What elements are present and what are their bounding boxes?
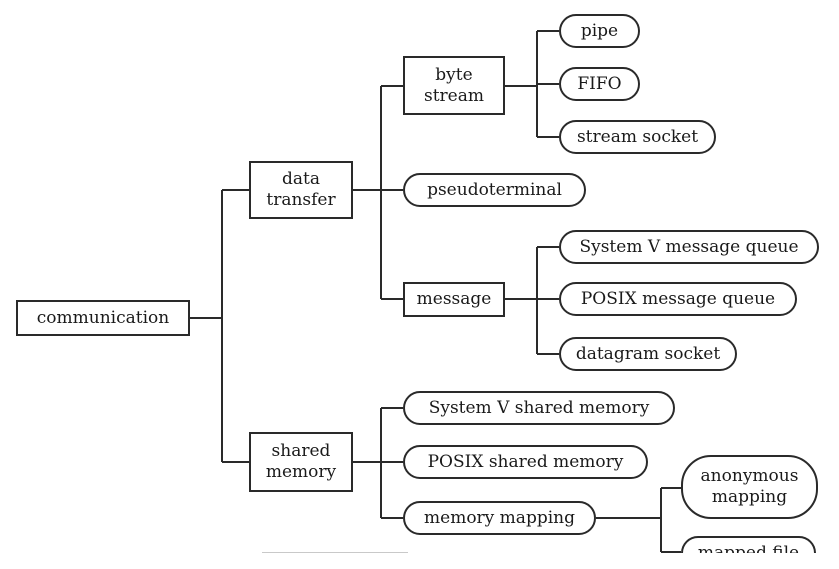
mapped-file-clip: mapped file: [679, 536, 824, 553]
node-system-v-message-queue: System V message queue: [559, 230, 819, 264]
node-mapped-file: mapped file: [681, 536, 816, 553]
node-shared-memory: shared memory: [249, 432, 353, 492]
node-anonymous-mapping: anonymous mapping: [681, 455, 818, 519]
node-stream-socket: stream socket: [559, 120, 716, 154]
node-system-v-shared-memory: System V shared memory: [403, 391, 675, 425]
node-posix-shared-memory: POSIX shared memory: [403, 445, 648, 479]
node-memory-mapping: memory mapping: [403, 501, 596, 535]
node-data-transfer: data transfer: [249, 161, 353, 219]
node-byte-stream: byte stream: [403, 56, 505, 115]
node-posix-message-queue: POSIX message queue: [559, 282, 797, 316]
node-message: message: [403, 282, 505, 317]
node-datagram-socket: datagram socket: [559, 337, 737, 371]
node-pseudoterminal: pseudoterminal: [403, 173, 586, 207]
page-edge-rule: [262, 552, 408, 553]
node-communication: communication: [16, 300, 190, 336]
node-pipe: pipe: [559, 14, 640, 48]
node-fifo: FIFO: [559, 67, 640, 101]
